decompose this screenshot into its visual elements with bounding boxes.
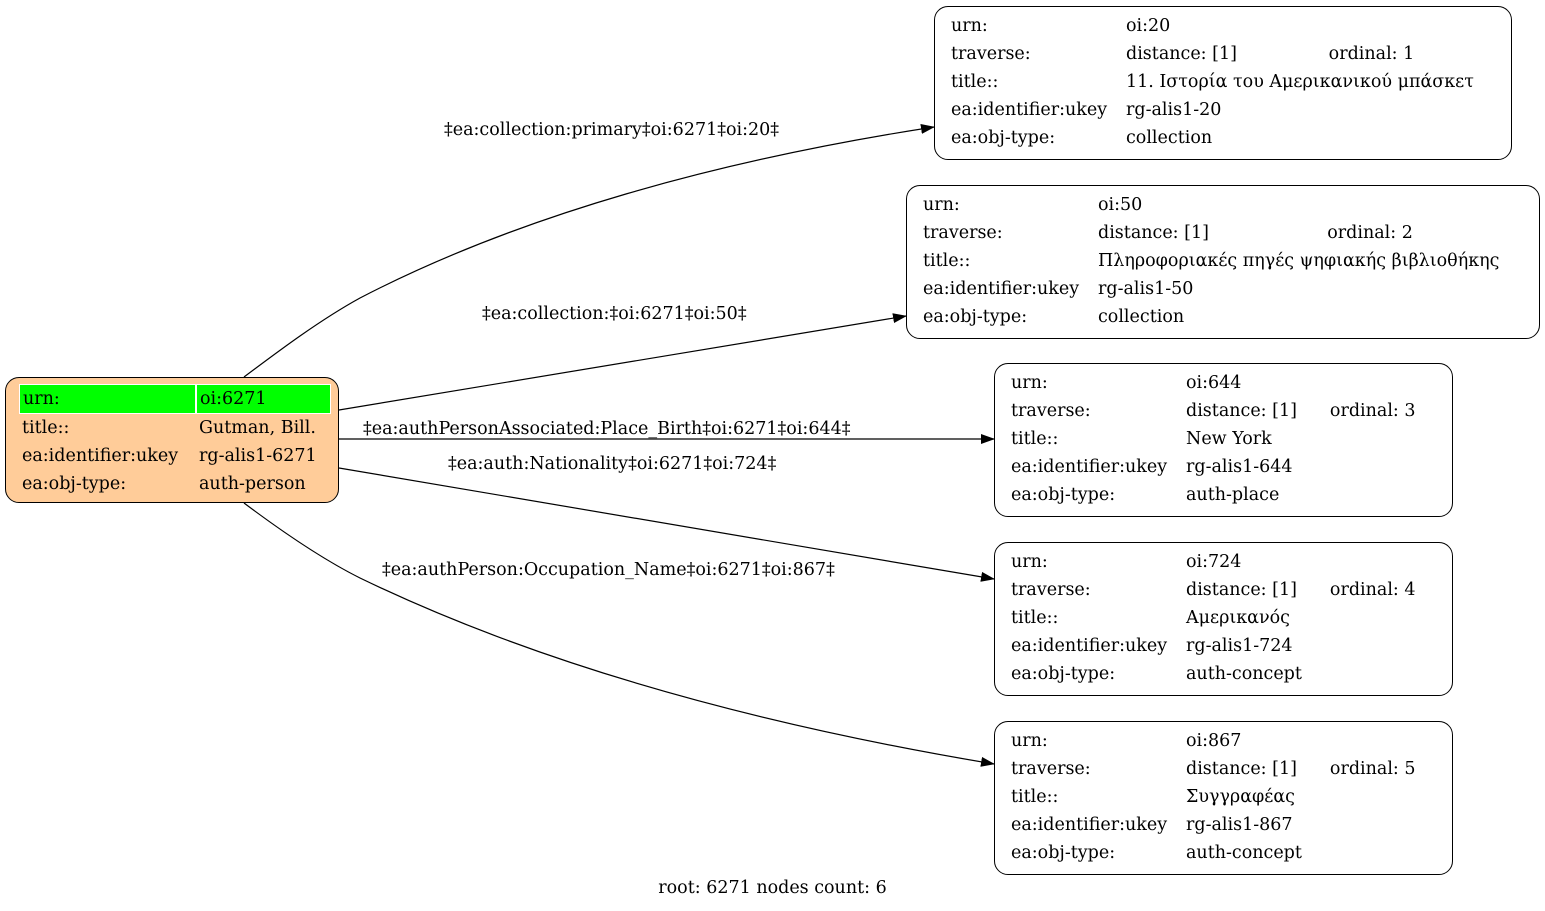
root-urn-key: urn: xyxy=(19,384,196,414)
root-node[interactable]: urn: oi:6271 title:: Gutman, Bill. ea:id… xyxy=(5,377,339,503)
label-obj-type: ea:obj-type: xyxy=(1011,664,1116,684)
node-obj-type-value: auth-concept xyxy=(1186,843,1302,863)
label-urn: urn: xyxy=(951,16,988,36)
label-urn: urn: xyxy=(923,195,960,215)
node-ordinal: ordinal: 3 xyxy=(1329,401,1416,421)
label-urn: urn: xyxy=(1011,552,1048,572)
node-oi-50[interactable]: urn: oi:50 traverse: distance: [1] ordinal:… xyxy=(906,185,1540,339)
root-title-value: Gutman, Bill. xyxy=(199,418,316,438)
root-row-title: title:: Gutman, Bill. xyxy=(19,414,331,442)
root-ukey-key: ea:identifier:ukey xyxy=(22,446,179,466)
label-ukey: ea:identifier:ukey xyxy=(951,100,1108,120)
label-traverse: traverse: xyxy=(923,223,1003,243)
node-obj-type-value: collection xyxy=(1098,307,1185,327)
edge-label-nationality: ‡ea:auth:Nationality‡oi:6271‡oi:724‡ xyxy=(448,454,777,474)
edge-root-to-oi50 xyxy=(338,313,907,411)
node-distance: distance: [1] xyxy=(1186,580,1297,600)
label-title: title:: xyxy=(1011,429,1059,449)
label-obj-type: ea:obj-type: xyxy=(1011,485,1116,505)
edge-root-to-oi867 xyxy=(243,502,995,767)
label-title: title:: xyxy=(951,72,999,92)
node-ukey-value: rg-alis1-644 xyxy=(1186,457,1293,477)
node-ukey-value: rg-alis1-20 xyxy=(1126,100,1222,120)
root-row-urn: urn: oi:6271 xyxy=(19,384,331,414)
node-urn-value: oi:50 xyxy=(1098,195,1143,215)
label-obj-type: ea:obj-type: xyxy=(1011,843,1116,863)
node-ordinal: ordinal: 2 xyxy=(1327,223,1413,243)
edge-root-to-oi20 xyxy=(243,124,935,378)
node-ordinal: ordinal: 1 xyxy=(1328,44,1415,64)
node-title-value: 11. Ιστορία του Αμερικανικού μπάσκετ xyxy=(1126,72,1474,92)
label-urn: urn: xyxy=(1011,731,1048,751)
node-ordinal: ordinal: 5 xyxy=(1329,759,1416,779)
label-obj-type: ea:obj-type: xyxy=(951,128,1056,148)
label-title: title:: xyxy=(923,251,971,271)
node-oi-724[interactable]: urn: oi:724 traverse: distance: [1] ordinal… xyxy=(994,542,1453,696)
root-row-obj-type: ea:obj-type: auth-person xyxy=(19,470,331,498)
node-ukey-value: rg-alis1-50 xyxy=(1098,279,1194,299)
edge-label-place-birth: ‡ea:authPersonAssociated:Place_Birth‡oi:… xyxy=(363,419,851,439)
node-distance: distance: [1] xyxy=(1186,759,1297,779)
edge-root-to-oi724 xyxy=(338,467,995,582)
root-urn-value: oi:6271 xyxy=(196,384,331,414)
node-oi-867[interactable]: urn: oi:867 traverse: distance: [1] ordinal… xyxy=(994,721,1453,875)
node-urn-value: oi:724 xyxy=(1186,552,1242,572)
node-distance: distance: [1] xyxy=(1186,401,1297,421)
root-title-key: title:: xyxy=(22,418,70,438)
footer-count: nodes count: 6 xyxy=(756,878,887,898)
node-ukey-value: rg-alis1-867 xyxy=(1186,815,1293,835)
node-urn-value: oi:20 xyxy=(1126,16,1171,36)
root-obj-type-key: ea:obj-type: xyxy=(22,474,127,494)
node-urn-value: oi:867 xyxy=(1186,731,1242,751)
root-row-ukey: ea:identifier:ukey rg-alis1-6271 xyxy=(19,442,331,470)
node-ukey-value: rg-alis1-724 xyxy=(1186,636,1293,656)
edge-label-collection-primary: ‡ea:collection:primary‡oi:6271‡oi:20‡ xyxy=(444,120,780,140)
node-obj-type-value: collection xyxy=(1126,128,1213,148)
node-oi-20[interactable]: urn: oi:20 traverse: distance: [1] ordinal:… xyxy=(934,6,1512,160)
node-obj-type-value: auth-place xyxy=(1186,485,1280,505)
node-obj-type-value: auth-concept xyxy=(1186,664,1302,684)
node-title-value: Συγγραφέας xyxy=(1186,787,1295,807)
root-obj-type-value: auth-person xyxy=(199,474,306,494)
label-urn: urn: xyxy=(1011,373,1048,393)
node-oi-644[interactable]: urn: oi:644 traverse: distance: [1] ordinal… xyxy=(994,363,1453,517)
edge-label-occupation: ‡ea:authPerson:Occupation_Name‡oi:6271‡o… xyxy=(382,560,835,580)
label-obj-type: ea:obj-type: xyxy=(923,307,1028,327)
label-traverse: traverse: xyxy=(1011,401,1091,421)
label-ukey: ea:identifier:ukey xyxy=(1011,815,1168,835)
node-ordinal: ordinal: 4 xyxy=(1329,580,1416,600)
label-traverse: traverse: xyxy=(951,44,1031,64)
root-ukey-value: rg-alis1-6271 xyxy=(199,446,317,466)
label-ukey: ea:identifier:ukey xyxy=(1011,636,1168,656)
graph-footer: root: 6271 nodes count: 6 xyxy=(0,877,1545,899)
label-traverse: traverse: xyxy=(1011,759,1091,779)
node-title-value: Αμερικανός xyxy=(1186,608,1290,628)
label-title: title:: xyxy=(1011,787,1059,807)
edge-label-collection: ‡ea:collection:‡oi:6271‡oi:50‡ xyxy=(482,304,747,324)
node-distance: distance: [1] xyxy=(1126,44,1237,64)
label-ukey: ea:identifier:ukey xyxy=(1011,457,1168,477)
label-traverse: traverse: xyxy=(1011,580,1091,600)
footer-root: root: 6271 xyxy=(658,878,751,898)
label-ukey: ea:identifier:ukey xyxy=(923,279,1080,299)
node-title-value: New York xyxy=(1186,429,1272,449)
node-title-value: Πληροφοριακές πηγές ψηφιακής βιβλιοθήκης xyxy=(1098,251,1500,271)
label-title: title:: xyxy=(1011,608,1059,628)
node-distance: distance: [1] xyxy=(1098,223,1209,243)
node-urn-value: oi:644 xyxy=(1186,373,1242,393)
